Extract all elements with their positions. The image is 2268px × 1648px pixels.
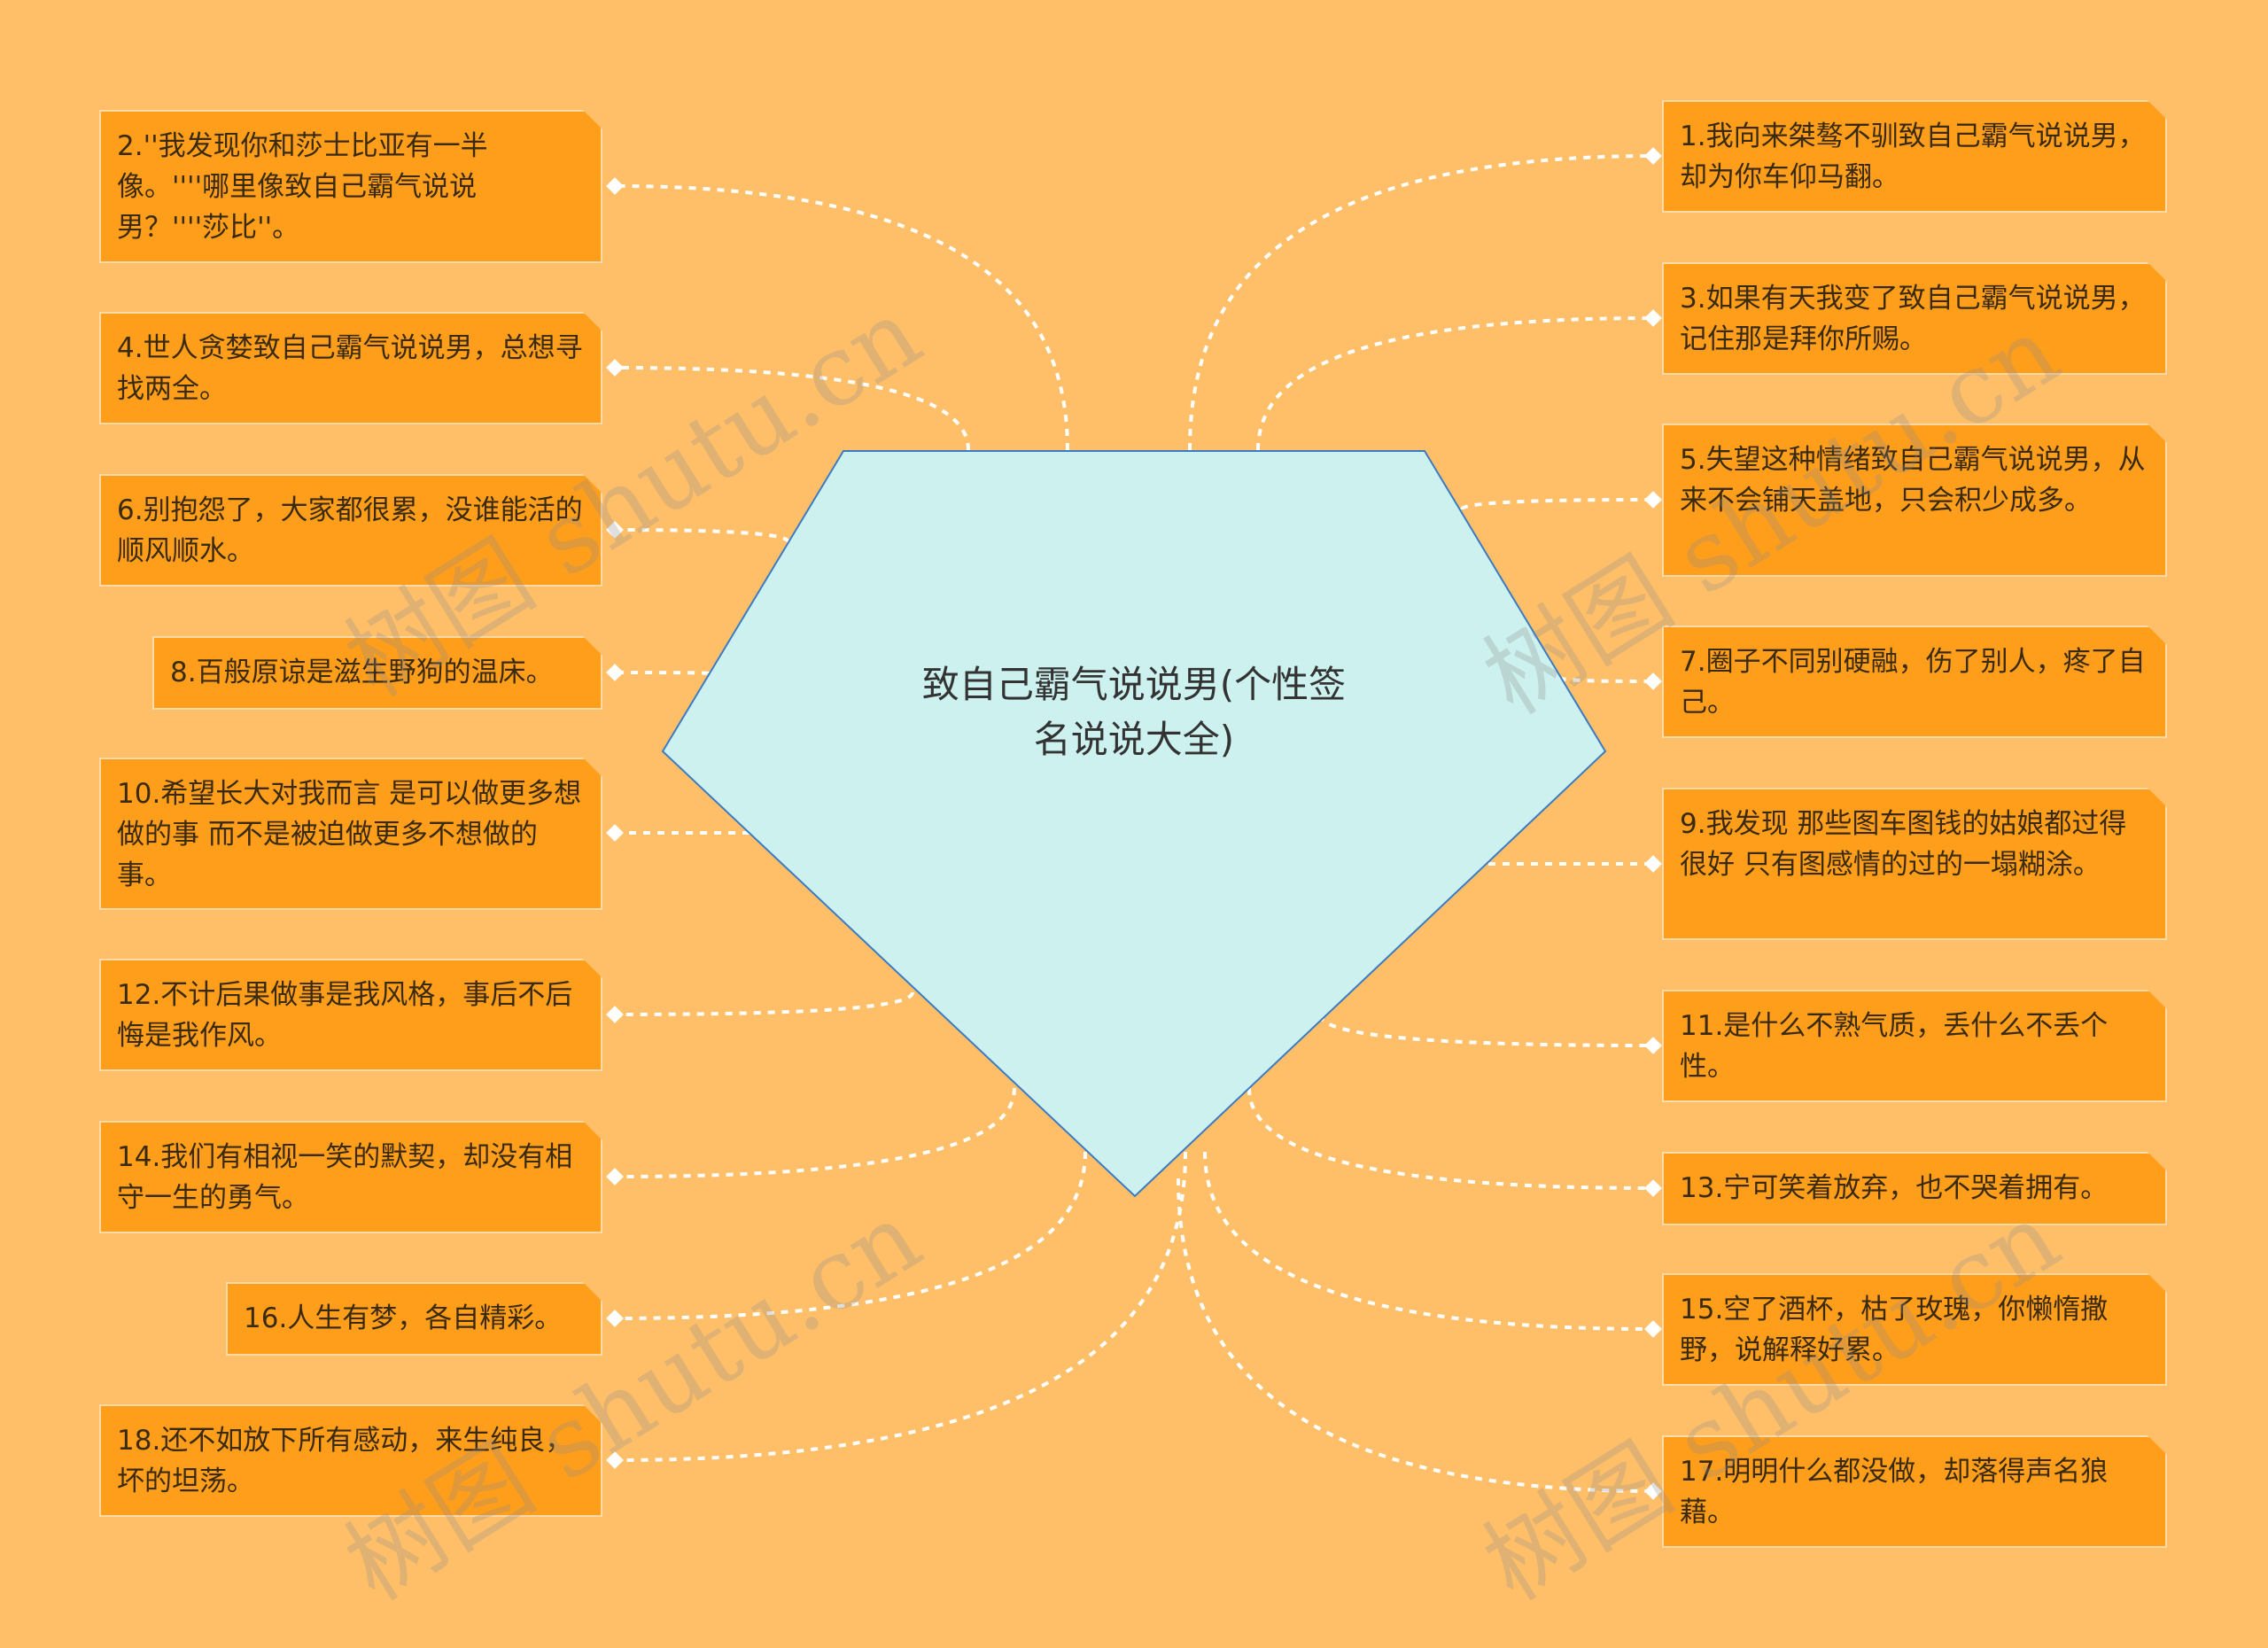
branch-node-text: 14.我们有相视一笑的默契，却没有相守一生的勇气。: [117, 1141, 573, 1214]
branch-node-1[interactable]: 1.我向来桀骜不驯致自己霸气说说男，却为你车仰马翻。: [1662, 100, 2167, 213]
branch-node-10[interactable]: 10.希望长大对我而言 是可以做更多想做的事 而不是被迫做更多不想做的事。: [99, 758, 602, 910]
connector-line: [1203, 1151, 1654, 1331]
branch-node-text: 3.如果有天我变了致自己霸气说说男，记住那是拜你所赐。: [1680, 283, 2146, 355]
branch-node-17[interactable]: 17.明明什么都没做，却落得声名狼藉。: [1662, 1435, 2167, 1548]
connector-line: [614, 366, 970, 451]
central-topic-line-1: 致自己霸气说说男(个性签: [921, 663, 1347, 706]
branch-node-16[interactable]: 16.人生有梦，各自精彩。: [226, 1282, 602, 1356]
branch-node-12[interactable]: 12.不计后果做事是我风格，事后不后悔是我作风。: [99, 959, 602, 1071]
branch-node-5[interactable]: 5.失望这种情绪致自己霸气说说男，从来不会铺天盖地，只会积少成多。: [1662, 424, 2167, 577]
branch-node-text: 8.百般原谅是滋生野狗的温床。: [170, 657, 554, 688]
connector-endpoint: [1644, 1482, 1662, 1500]
branch-node-text: 2.''我发现你和莎士比亚有一半像。''''哪里像致自己霸气说说男？''''莎比…: [117, 130, 488, 244]
branch-node-11[interactable]: 11.是什么不熟气质，丢什么不丢个性。: [1662, 990, 2167, 1102]
connector-endpoint: [606, 359, 624, 377]
branch-node-8[interactable]: 8.百般原谅是滋生野狗的温床。: [152, 636, 602, 710]
connector-line: [614, 528, 790, 543]
connector-endpoint: [606, 1168, 624, 1185]
branch-node-7[interactable]: 7.圈子不同别硬融，伤了别人，疼了自己。: [1662, 626, 2167, 738]
branch-node-text: 10.希望长大对我而言 是可以做更多想做的事 而不是被迫做更多不想做的事。: [117, 778, 582, 891]
connector-line: [1460, 498, 1654, 510]
branch-node-text: 5.失望这种情绪致自己霸气说说男，从来不会铺天盖地，只会积少成多。: [1680, 444, 2146, 517]
branch-node-text: 1.我向来桀骜不驯致自己霸气说说男，却为你车仰马翻。: [1680, 120, 2146, 193]
connector-endpoint: [606, 1006, 624, 1023]
central-topic-pentagon: [661, 450, 1607, 1198]
connector-endpoint: [1644, 147, 1662, 165]
connector-endpoint: [1644, 1037, 1662, 1054]
branch-node-text: 4.世人贪婪致自己霸气说说男，总想寻找两全。: [117, 332, 583, 405]
connector-endpoint: [1644, 1179, 1662, 1197]
connector-endpoint: [606, 824, 624, 842]
branch-node-text: 18.还不如放下所有感动，来生纯良，坏的坦荡。: [117, 1425, 573, 1497]
branch-node-text: 17.明明什么都没做，却落得声名狼藉。: [1680, 1456, 2109, 1528]
branch-node-text: 9.我发现 那些图车图钱的姑娘都过得很好 只有图感情的过的一塌糊涂。: [1680, 808, 2127, 881]
connector-endpoint: [1644, 855, 1662, 873]
connector-endpoint: [1644, 1320, 1662, 1338]
branch-node-9[interactable]: 9.我发现 那些图车图钱的姑娘都过得很好 只有图感情的过的一塌糊涂。: [1662, 788, 2167, 940]
branch-node-13[interactable]: 13.宁可笑着放弃，也不哭着拥有。: [1662, 1152, 2167, 1225]
branch-node-text: 15.空了酒杯，枯了玫瑰，你懒惰撒野，说解释好累。: [1680, 1294, 2109, 1366]
branch-node-text: 11.是什么不熟气质，丢什么不丢个性。: [1680, 1010, 2109, 1083]
branch-node-15[interactable]: 15.空了酒杯，枯了玫瑰，你懒惰撒野，说解释好累。: [1662, 1273, 2167, 1386]
connector-endpoint: [1644, 491, 1662, 509]
branch-node-6[interactable]: 6.别抱怨了，大家都很累，没谁能活的顺风顺水。: [99, 474, 602, 587]
connector-line: [1177, 1178, 1654, 1493]
connector-line: [614, 671, 711, 675]
connector-line: [1188, 154, 1654, 451]
branch-node-14[interactable]: 14.我们有相视一笑的默契，却没有相守一生的勇气。: [99, 1121, 602, 1233]
branch-node-2[interactable]: 2.''我发现你和莎士比亚有一半像。''''哪里像致自己霸气说说男？''''莎比…: [99, 110, 602, 263]
branch-node-text: 7.圈子不同别硬融，伤了别人，疼了自己。: [1680, 646, 2146, 719]
connector-endpoint: [606, 521, 624, 539]
central-topic[interactable]: 致自己霸气说说男(个性签 名说说大全): [868, 657, 1400, 767]
connector-endpoint: [606, 1310, 624, 1327]
connector-line: [1256, 316, 1654, 451]
branch-node-text: 12.不计后果做事是我风格，事后不后悔是我作风。: [117, 979, 573, 1052]
connector-endpoint: [1644, 309, 1662, 327]
connector-line: [614, 991, 914, 1016]
connector-endpoint: [606, 1451, 624, 1469]
connector-line: [614, 1151, 1187, 1462]
branch-node-18[interactable]: 18.还不如放下所有感动，来生纯良，坏的坦荡。: [99, 1404, 602, 1517]
connector-endpoint: [606, 664, 624, 681]
branch-node-text: 6.别抱怨了，大家都很累，没谁能活的顺风顺水。: [117, 494, 583, 567]
branch-node-text: 13.宁可笑着放弃，也不哭着拥有。: [1680, 1172, 2109, 1204]
connector-line: [614, 1087, 1016, 1178]
connector-endpoint: [1644, 672, 1662, 690]
branch-node-4[interactable]: 4.世人贪婪致自己霸气说说男，总想寻找两全。: [99, 312, 602, 424]
central-topic-line-2: 名说说大全): [1033, 718, 1235, 761]
connector-line: [614, 184, 1069, 451]
branch-node-3[interactable]: 3.如果有天我变了致自己霸气说说男，记住那是拜你所赐。: [1662, 262, 2167, 375]
branch-node-text: 16.人生有梦，各自精彩。: [244, 1302, 563, 1334]
